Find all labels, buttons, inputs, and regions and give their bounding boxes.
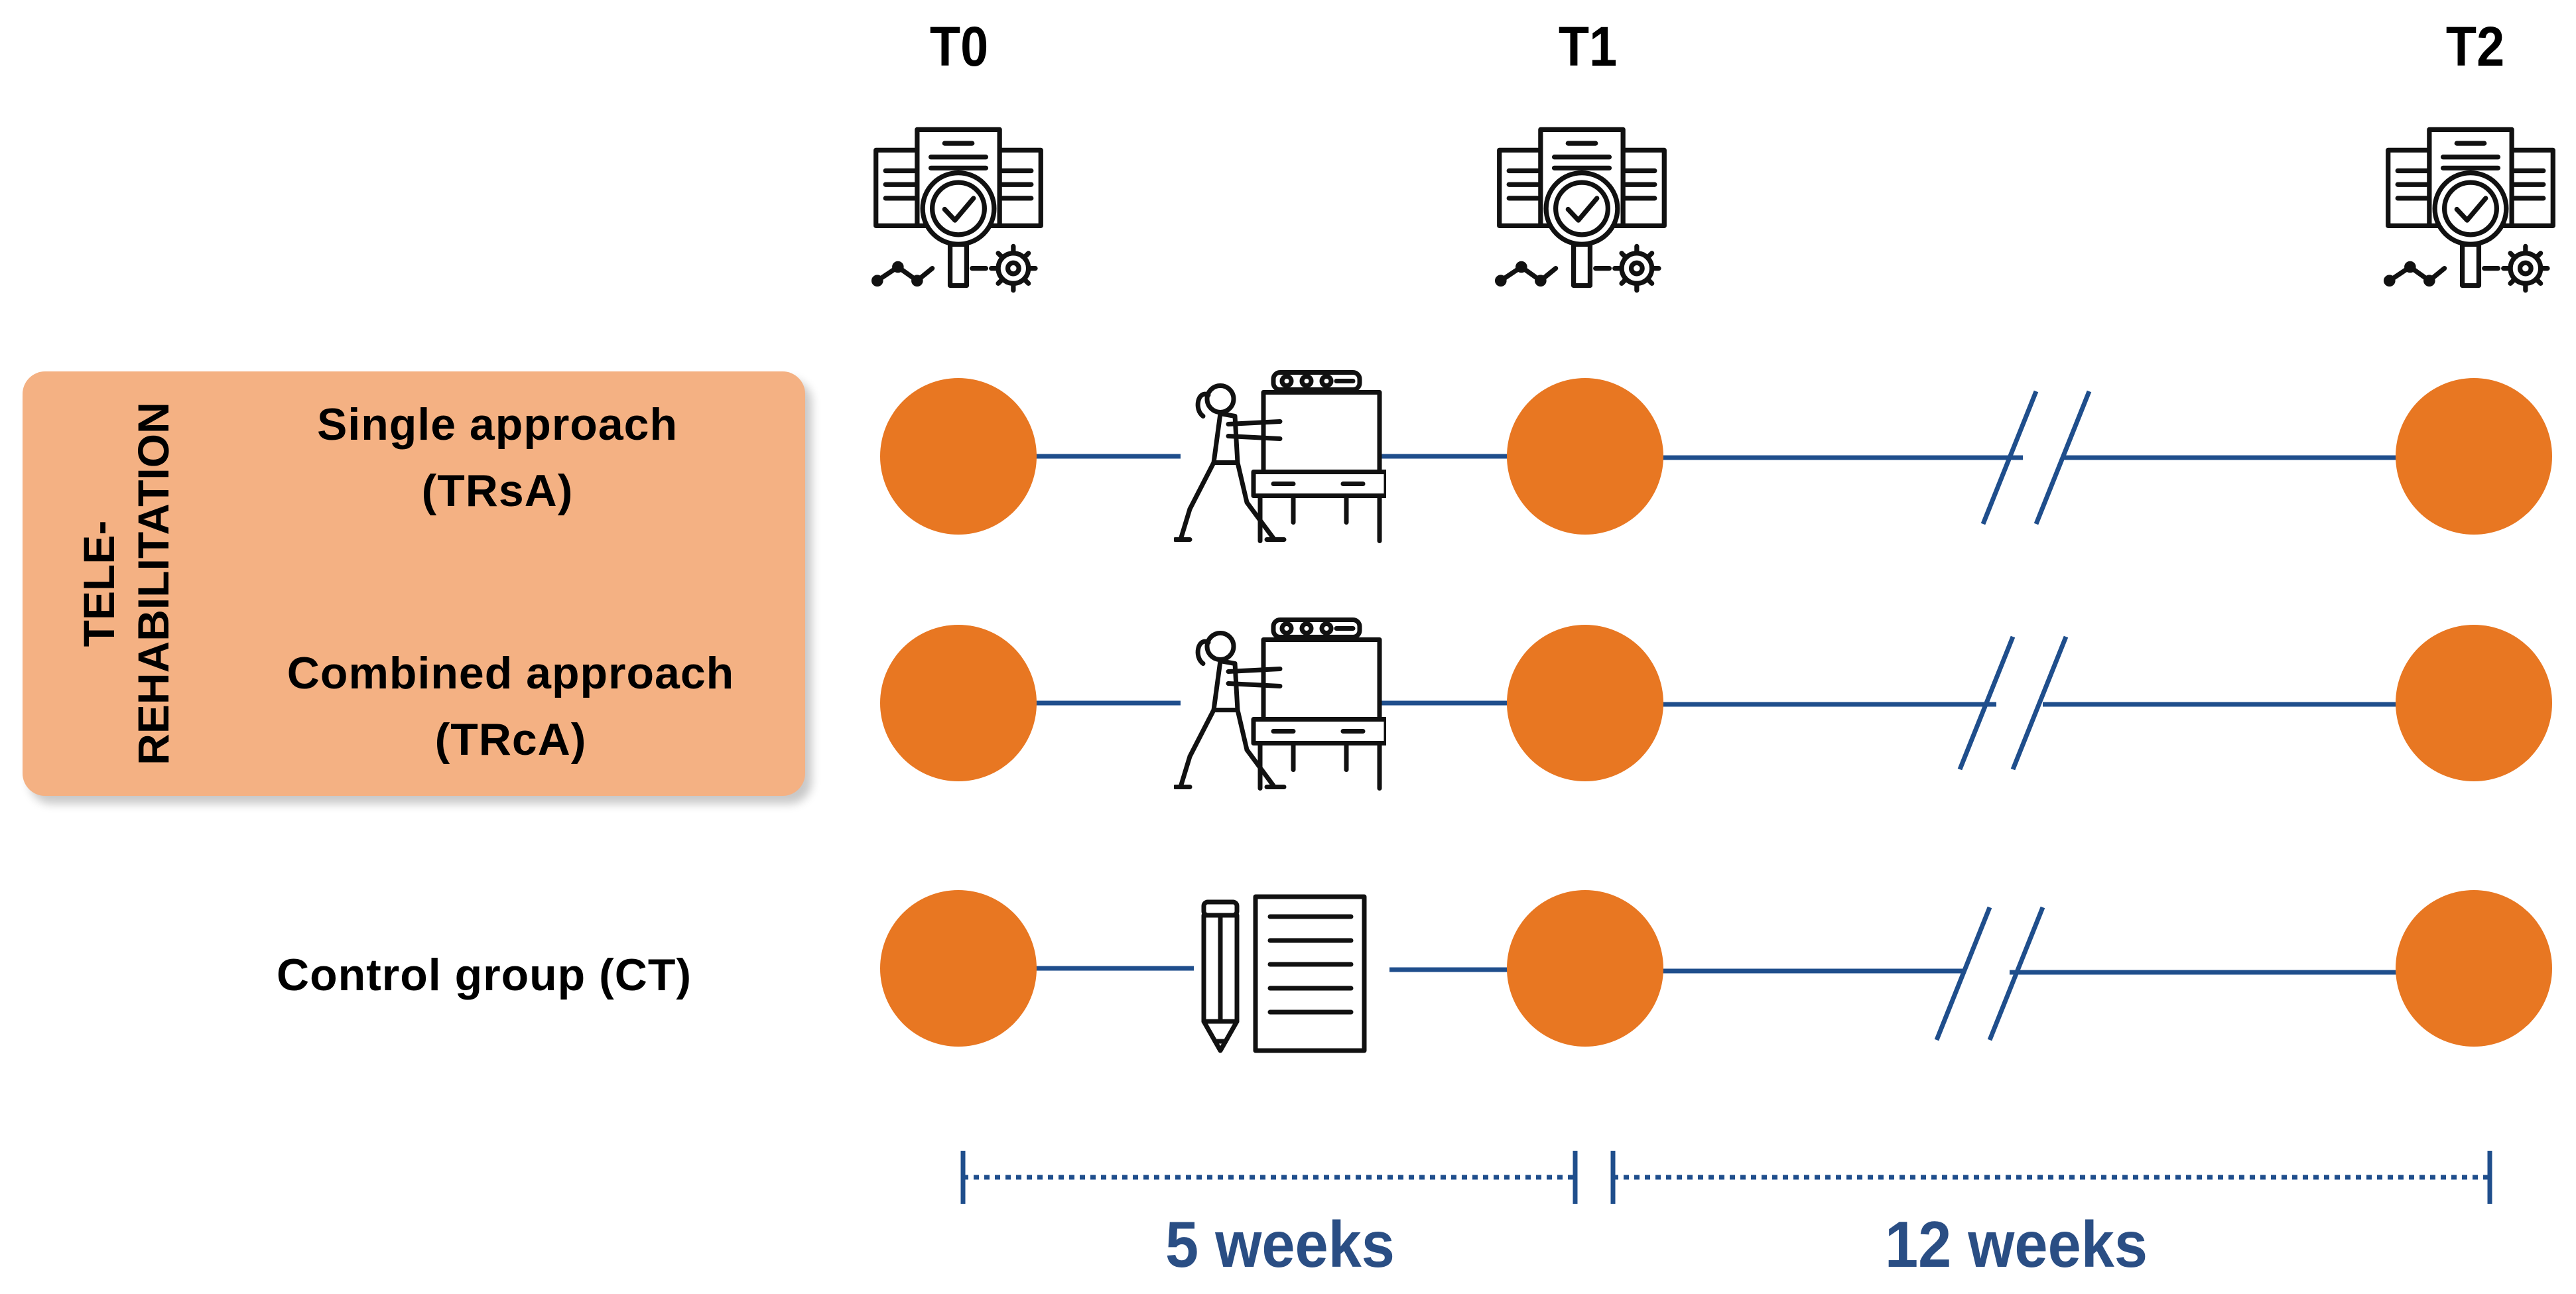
group-label-trsa-line1: Single approach xyxy=(317,399,678,450)
time-break-mark xyxy=(1934,906,1992,1041)
time-break-mark xyxy=(1957,635,2016,771)
timepoint-node xyxy=(880,890,1037,1047)
assessment-documents-icon xyxy=(1498,129,1665,290)
exergame-player-icon xyxy=(1175,373,1386,541)
time-break-mark xyxy=(1980,390,2039,525)
timepoint-node xyxy=(1507,890,1663,1047)
timepoint-node xyxy=(2396,890,2552,1047)
assessment-documents-icon xyxy=(874,129,1041,290)
timeline-row-trsa xyxy=(1035,390,2414,525)
time-break-mark xyxy=(2033,390,2092,525)
assessment-documents-icon xyxy=(2386,129,2553,290)
group-label-ct: Control group (CT) xyxy=(225,942,743,1008)
group-label-trca: Combined approach (TRcA) xyxy=(252,640,769,773)
timepoint-t1-label: T1 xyxy=(1558,15,1618,78)
group-label-ct-line1: Control group (CT) xyxy=(276,950,692,1000)
exergame-player-icon xyxy=(1175,620,1386,789)
timepoint-node xyxy=(1507,625,1663,781)
time-break-mark xyxy=(1987,906,2045,1041)
timepoint-node xyxy=(2396,625,2552,781)
timepoint-t2-label: T2 xyxy=(2445,15,2505,78)
timepoint-node xyxy=(880,625,1037,781)
duration-12-weeks-label: 12 weeks xyxy=(1884,1208,2148,1281)
group-label-trca-line2: (TRcA) xyxy=(434,714,587,765)
group-label-trsa: Single approach (TRsA) xyxy=(252,391,743,524)
pencil-worksheet-icon xyxy=(1204,897,1364,1051)
duration-5-weeks-label: 5 weeks xyxy=(1165,1208,1395,1281)
duration-bracket-5-weeks xyxy=(960,1151,1578,1204)
group-label-trca-line1: Combined approach xyxy=(287,648,735,698)
telerehabilitation-box xyxy=(23,371,805,796)
timepoint-node xyxy=(880,378,1037,535)
timeline-row-trca xyxy=(1035,635,2414,771)
timepoint-t0-label: T0 xyxy=(929,15,989,78)
time-break-mark xyxy=(2010,635,2069,771)
timepoint-node xyxy=(1507,378,1663,535)
timeline-row-ct xyxy=(1035,906,2414,1041)
group-label-trsa-line2: (TRsA) xyxy=(421,466,574,516)
duration-bracket-12-weeks xyxy=(1610,1151,2492,1204)
timepoint-node xyxy=(2396,378,2552,535)
